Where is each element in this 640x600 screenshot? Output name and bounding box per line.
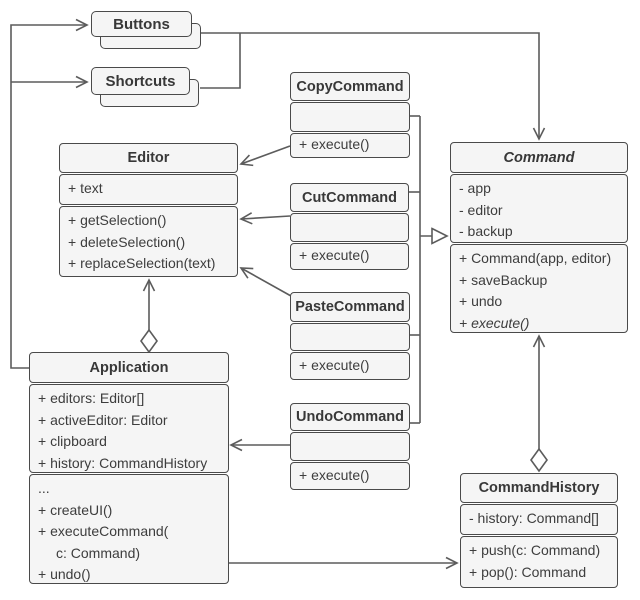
- edge-copy-to-editor: [239, 145, 291, 167]
- method: + execute(): [299, 467, 370, 483]
- method: + replaceSelection(text): [68, 255, 216, 271]
- method: c: Command): [56, 544, 141, 561]
- class-copy-command: CopyCommand + execute(): [290, 72, 410, 158]
- class-title: CutCommand: [290, 183, 409, 212]
- method: ...: [38, 480, 50, 496]
- attributes-compartment: [290, 102, 410, 132]
- method: + undo(): [38, 566, 91, 582]
- class-paste-command: PasteCommand + execute(): [290, 292, 410, 380]
- attribute: - history: Command[]: [469, 510, 599, 526]
- class-title: PasteCommand: [290, 292, 410, 322]
- edge-shortcuts-join: [200, 33, 241, 89]
- attribute: + editors: Editor[]: [38, 390, 145, 406]
- method: + createUI(): [38, 501, 113, 518]
- attributes-compartment: [290, 323, 410, 351]
- method: + undo: [459, 293, 503, 309]
- method: + deleteSelection(): [68, 233, 186, 250]
- method: + executeCommand(: [38, 523, 169, 539]
- class-application: Application + editors: Editor[] + active…: [29, 352, 229, 584]
- attribute: - backup: [459, 223, 513, 239]
- class-title: UndoCommand: [290, 403, 410, 431]
- class-cut-command: CutCommand + execute(): [290, 183, 409, 270]
- attribute: - app: [459, 180, 491, 196]
- method: + execute(): [459, 314, 530, 331]
- attribute: - editor: [459, 201, 503, 218]
- attribute: + text: [68, 180, 103, 196]
- edge-buttons-to-command: [201, 32, 546, 141]
- methods-compartment: + execute(): [290, 352, 410, 380]
- class-command: Command - app - editor - backup + Comman…: [450, 142, 628, 333]
- attribute: + history: CommandHistory: [38, 454, 208, 471]
- class-shortcuts: Shortcuts: [91, 67, 190, 95]
- class-title: Shortcuts: [105, 72, 176, 90]
- methods-compartment: + getSelection() + deleteSelection() + r…: [59, 206, 238, 277]
- edge-paste-to-editor: [239, 267, 292, 297]
- methods-compartment: ... + createUI() + executeCommand( c: Co…: [29, 474, 229, 584]
- methods-compartment: + execute(): [290, 133, 410, 158]
- attributes-compartment: - app - editor - backup: [450, 174, 628, 243]
- attributes-compartment: + text: [59, 174, 238, 205]
- attribute: + clipboard: [38, 433, 107, 449]
- methods-compartment: + execute(): [290, 243, 409, 270]
- methods-compartment: + push(c: Command) + pop(): Command: [460, 536, 618, 588]
- attributes-compartment: [290, 432, 410, 461]
- class-title: Editor: [59, 143, 238, 173]
- method: + execute(): [299, 247, 370, 263]
- method: + Command(app, editor): [459, 250, 612, 266]
- attributes-compartment: + editors: Editor[] + activeEditor: Edit…: [29, 384, 229, 473]
- methods-compartment: + Command(app, editor) + saveBackup + un…: [450, 244, 628, 333]
- method: + execute(): [299, 357, 370, 373]
- class-title: Application: [29, 352, 229, 383]
- class-title: CopyCommand: [290, 72, 410, 101]
- method: + execute(): [299, 136, 370, 152]
- attributes-compartment: [290, 213, 409, 242]
- edge-cut-to-editor: [239, 212, 291, 225]
- class-title: Buttons: [113, 15, 170, 33]
- class-title: Command: [450, 142, 628, 173]
- class-editor: Editor + text + getSelection() + deleteS…: [59, 143, 238, 277]
- class-undo-command: UndoCommand + execute(): [290, 403, 410, 490]
- method: + push(c: Command): [469, 542, 601, 558]
- class-command-history: CommandHistory - history: Command[] + pu…: [460, 473, 618, 588]
- method: + pop(): Command: [469, 563, 587, 580]
- class-title: CommandHistory: [460, 473, 618, 503]
- class-buttons: Buttons: [91, 11, 192, 37]
- attribute: + activeEditor: Editor: [38, 411, 168, 428]
- methods-compartment: + execute(): [290, 462, 410, 490]
- method: + saveBackup: [459, 271, 548, 288]
- aggregation-diamond-application: [140, 328, 158, 354]
- method: + getSelection(): [68, 212, 167, 228]
- edge-application-to-buttons: [10, 18, 89, 369]
- attributes-compartment: - history: Command[]: [460, 504, 618, 535]
- aggregation-diamond-history: [530, 447, 548, 473]
